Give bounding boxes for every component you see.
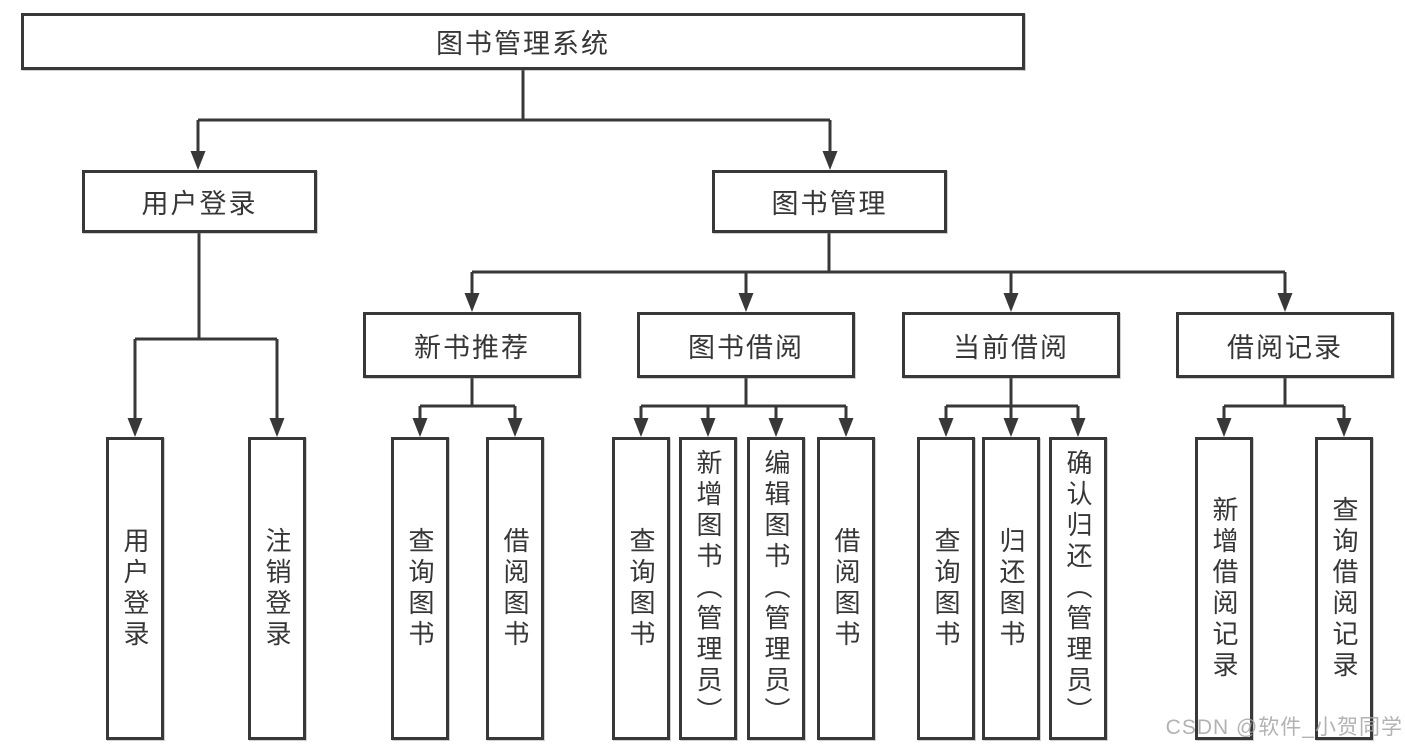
node-label: 注销登录	[262, 526, 292, 651]
node-label: 当前借阅	[953, 332, 1069, 363]
node-new-book-recommend: 新书推荐	[363, 312, 581, 378]
leaf-query-books-borrow: 查询图书	[612, 437, 670, 740]
node-label: 借阅记录	[1227, 332, 1343, 363]
node-label: 图书管理系统	[436, 29, 610, 59]
node-system-root: 图书管理系统	[21, 13, 1025, 70]
node-label: 用户登录	[141, 189, 258, 219]
node-label: 查询图书	[931, 526, 961, 651]
leaf-edit-book-admin: 编辑图书（管理员）	[747, 437, 805, 740]
node-label: 新书推荐	[414, 332, 530, 363]
node-user-login: 用户登录	[82, 170, 317, 233]
node-borrow-records: 借阅记录	[1176, 312, 1394, 378]
arrowhead-icons	[127, 151, 1352, 437]
node-label: 借阅图书	[500, 526, 530, 651]
node-label: 新增图书（管理员）	[693, 449, 723, 728]
leaf-query-borrow-record: 查询借阅记录	[1315, 437, 1373, 740]
node-label: 查询借阅记录	[1329, 495, 1359, 682]
node-label: 新增借阅记录	[1209, 495, 1239, 682]
node-current-borrow: 当前借阅	[902, 312, 1120, 378]
node-label: 归还图书	[996, 526, 1026, 651]
leaf-user-login: 用户登录	[106, 437, 164, 740]
node-label: 图书借阅	[688, 332, 804, 363]
leaf-add-book-admin: 新增图书（管理员）	[679, 437, 737, 740]
leaf-logout: 注销登录	[248, 437, 306, 740]
leaf-query-books-recommend: 查询图书	[391, 437, 449, 740]
node-book-management: 图书管理	[712, 170, 947, 233]
leaf-return-books: 归还图书	[982, 437, 1040, 740]
node-book-borrow: 图书借阅	[637, 312, 855, 378]
node-label: 用户登录	[120, 526, 150, 651]
watermark: CSDN @软件_小贺同学	[1165, 716, 1403, 739]
node-label: 确认归还（管理员）	[1063, 449, 1093, 728]
leaf-add-borrow-record: 新增借阅记录	[1195, 437, 1253, 740]
node-label: 借阅图书	[831, 526, 861, 651]
leaf-borrow-books-recommend: 借阅图书	[486, 437, 544, 740]
node-label: 查询图书	[626, 526, 656, 651]
leaf-borrow-books: 借阅图书	[817, 437, 875, 740]
node-label: 查询图书	[405, 526, 435, 651]
leaf-query-books-current: 查询图书	[917, 437, 975, 740]
node-label: 图书管理	[771, 189, 888, 219]
node-label: 编辑图书（管理员）	[761, 449, 791, 728]
leaf-confirm-return-admin: 确认归还（管理员）	[1049, 437, 1107, 740]
